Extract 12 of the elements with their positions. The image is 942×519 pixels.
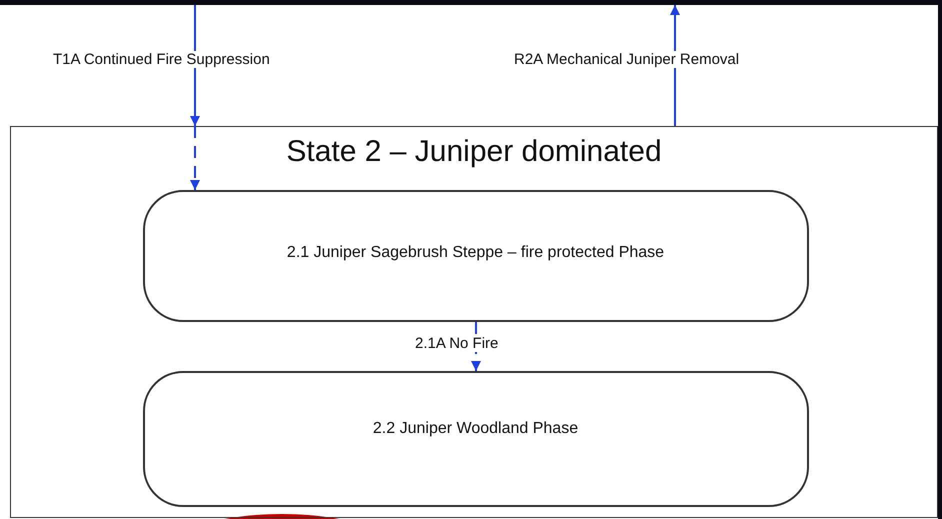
arrow <box>190 5 200 126</box>
arrow <box>190 126 200 190</box>
phase-label: 2.1 Juniper Sagebrush Steppe – fire protected Phase <box>286 244 666 262</box>
state-title: State 2 – Juniper dominated <box>285 135 663 169</box>
edge-label: T1A Continued Fire Suppression <box>52 51 271 68</box>
arrow <box>670 5 680 126</box>
edge-label: 2.1A No Fire <box>414 335 500 352</box>
phase-label: 2.2 Juniper Woodland Phase <box>372 420 580 438</box>
edge-label: R2A Mechanical Juniper Removal <box>513 51 740 68</box>
phase-box <box>142 190 808 322</box>
state-box <box>10 126 938 518</box>
phase-box <box>142 370 808 506</box>
